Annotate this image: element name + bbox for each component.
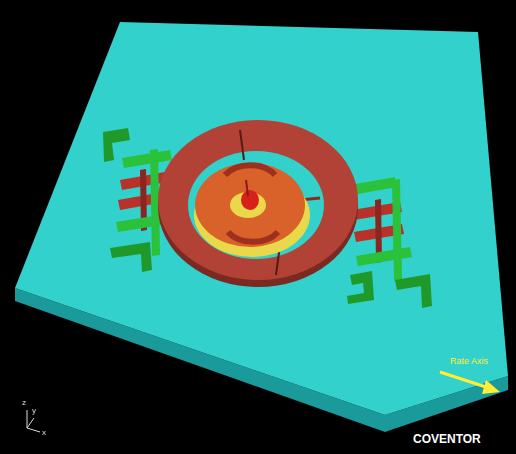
center-post [241, 190, 259, 210]
outer-ring [158, 120, 358, 280]
axis-label: Rate Axis [450, 356, 488, 366]
axis-letter: x [42, 428, 46, 437]
axis-letter: z [22, 398, 26, 407]
axis-letter: y [32, 406, 36, 415]
substrate [15, 22, 508, 415]
watermark: COVENTOR [413, 432, 481, 446]
inner-disk [195, 163, 305, 247]
ring-hole [188, 151, 324, 259]
